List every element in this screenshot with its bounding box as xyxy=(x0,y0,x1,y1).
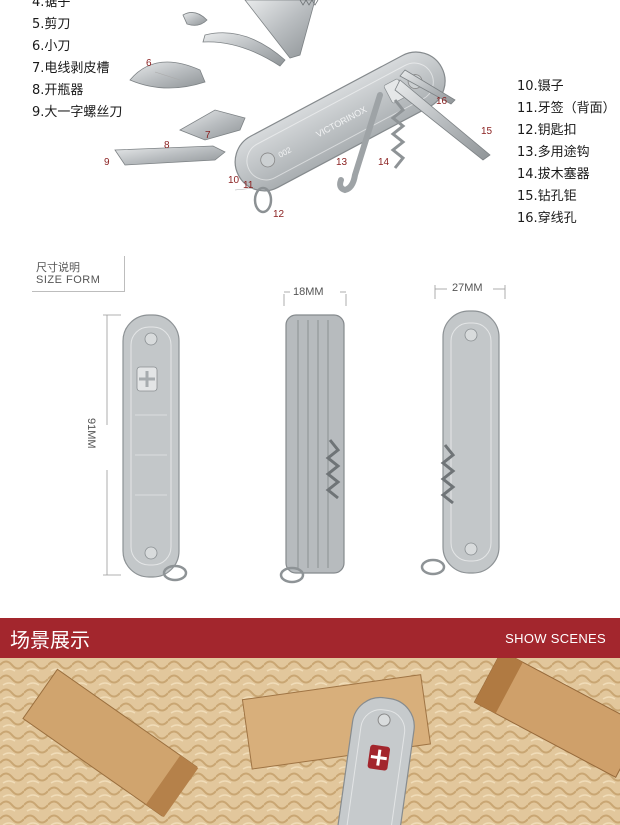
callout-10: 10 xyxy=(228,175,240,186)
knife-exploded-illustration: VICTORINOX 002 xyxy=(114,0,491,214)
show-scenes-banner: 场景展示 SHOW SCENES xyxy=(0,618,620,658)
feature-item: 8.开瓶器 xyxy=(32,83,84,98)
feature-item: 10.镊子 xyxy=(517,79,564,94)
feature-item: 13.多用途钩 xyxy=(517,145,590,160)
callout-7: 7 xyxy=(205,130,211,141)
feature-list-right: 10.镊子 11.牙签（背面） 12.钥匙扣 13.多用途钩 14.拔木塞器 1… xyxy=(517,76,616,230)
height-dimension: 91MM xyxy=(85,418,97,449)
size-label-en: SIZE FORM xyxy=(36,274,101,286)
callout-8: 8 xyxy=(164,140,170,151)
knife-back-view xyxy=(420,285,506,576)
thickness-dimension: 18MM xyxy=(293,286,324,298)
callout-11: 11 xyxy=(243,180,254,191)
feature-item: 9.大一字螺丝刀 xyxy=(32,105,123,120)
feature-item: 16.穿线孔 xyxy=(517,211,577,226)
size-label-cn: 尺寸说明 xyxy=(36,261,80,274)
size-form-label: 尺寸说明 SIZE FORM xyxy=(32,256,125,292)
callout-15: 15 xyxy=(481,126,493,137)
feature-item: 15.钻孔钜 xyxy=(517,189,577,204)
feature-item: 4.锯子 xyxy=(32,0,71,10)
callout-12: 12 xyxy=(273,209,285,220)
callout-6: 6 xyxy=(146,58,152,69)
callout-14: 14 xyxy=(378,157,390,168)
feature-item: 14.拔木塞器 xyxy=(517,167,590,182)
feature-item: 5.剪刀 xyxy=(32,17,71,32)
banner-title-en: SHOW SCENES xyxy=(505,631,606,646)
feature-item: 12.钥匙扣 xyxy=(517,123,577,138)
knife-front-view xyxy=(103,314,188,582)
feature-list-left: 4.锯子 5.剪刀 6.小刀 7.电线剥皮槽 8.开瓶器 9.大一字螺丝刀 xyxy=(32,0,122,124)
callout-13: 13 xyxy=(336,157,348,168)
knife-side-view xyxy=(279,291,347,584)
banner-title-cn: 场景展示 xyxy=(10,628,90,652)
callout-16: 16 xyxy=(436,96,448,107)
width-dimension: 27MM xyxy=(452,282,483,294)
scene-photo xyxy=(0,658,620,825)
feature-item: 7.电线剥皮槽 xyxy=(32,61,110,76)
callout-9: 9 xyxy=(104,157,110,168)
feature-item: 11.牙签（背面） xyxy=(517,101,616,116)
feature-item: 6.小刀 xyxy=(32,39,71,54)
